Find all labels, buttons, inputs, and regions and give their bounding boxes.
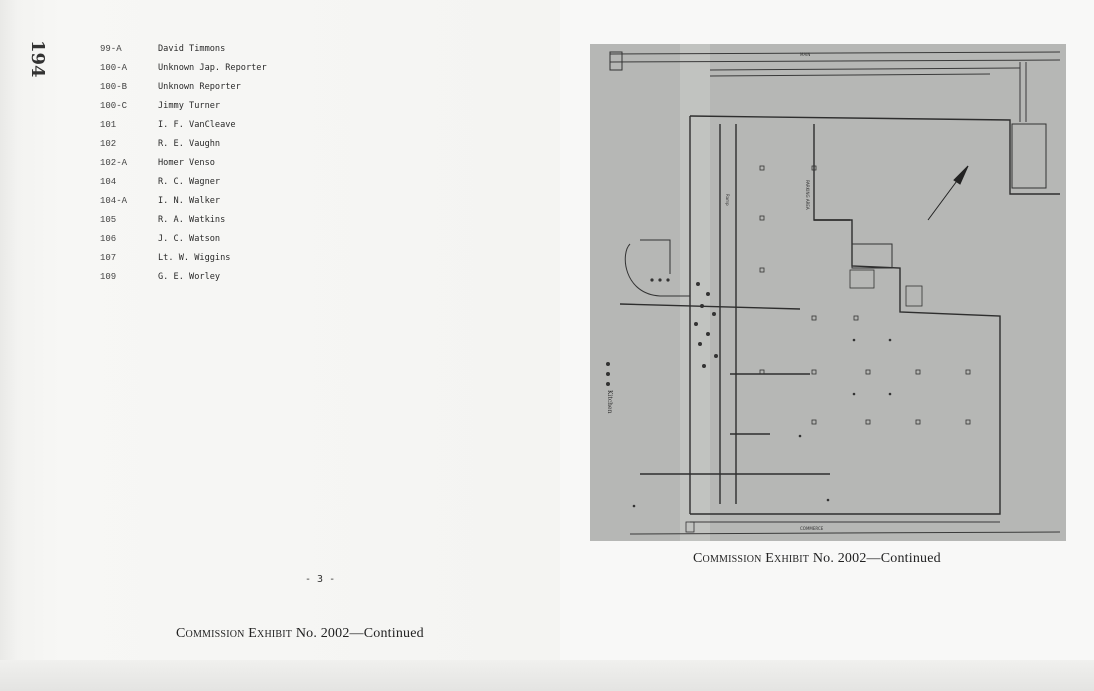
caption-left-suffix: No. 2002—Continued	[295, 626, 424, 641]
roster-exhibit-number: 99-A	[100, 44, 122, 54]
roster-exhibit-number: 104	[100, 177, 117, 187]
roster-person-name: Unknown Jap. Reporter	[158, 63, 267, 73]
roster-person-name: Lt. W. Wiggins	[158, 253, 231, 263]
caption-right-suffix: No. 2002—Continued	[812, 551, 941, 566]
street-commerce-label: COMMERCE	[800, 526, 824, 531]
roster-exhibit-number: 102-A	[100, 158, 128, 168]
page-footer: - 3 -	[305, 574, 336, 585]
roster-exhibit-number: 100-A	[100, 63, 128, 73]
left-page	[0, 0, 560, 691]
kitchen-label: Kitchen	[606, 390, 613, 414]
roster-exhibit-number: 101	[100, 120, 117, 130]
roster-person-name: Jimmy Turner	[158, 101, 221, 111]
roster-person-name: R. A. Watkins	[158, 215, 226, 225]
ramp-label: Ramp	[725, 194, 730, 206]
roster-exhibit-number: 102	[100, 139, 117, 149]
roster-person-name: R. C. Wagner	[158, 177, 221, 187]
street-main-label: MAIN	[800, 52, 810, 57]
parking-area-label: PARKING AREA	[805, 180, 810, 210]
roster-exhibit-number: 106	[100, 234, 117, 244]
page-bottom-edge	[0, 660, 1094, 691]
roster-person-name: Unknown Reporter	[158, 82, 241, 92]
floor-plan-map: MAIN	[590, 44, 1066, 541]
caption-right: Commission Exhibit No. 2002—Continued	[693, 551, 941, 567]
roster-exhibit-number: 100-B	[100, 82, 128, 92]
roster-person-name: J. C. Watson	[158, 234, 221, 244]
roster-exhibit-number: 107	[100, 253, 117, 263]
caption-left-prefix: Commission Exhibit	[176, 626, 293, 641]
roster-exhibit-number: 105	[100, 215, 117, 225]
roster-exhibit-number: 109	[100, 272, 117, 282]
roster-person-name: G. E. Worley	[158, 272, 221, 282]
roster-person-name: I. N. Walker	[158, 196, 221, 206]
roster-exhibit-number: 100-C	[100, 101, 128, 111]
floor-plan-svg: MAIN	[590, 44, 1066, 541]
roster-person-name: David Timmons	[158, 44, 226, 54]
caption-left: Commission Exhibit No. 2002—Continued	[176, 626, 424, 642]
roster-person-name: I. F. VanCleave	[158, 120, 236, 130]
roster-exhibit-number: 104-A	[100, 196, 128, 206]
roster-person-name: R. E. Vaughn	[158, 139, 221, 149]
page-number: 194	[27, 40, 48, 78]
caption-right-prefix: Commission Exhibit	[693, 551, 810, 566]
roster-person-name: Homer Venso	[158, 158, 215, 168]
